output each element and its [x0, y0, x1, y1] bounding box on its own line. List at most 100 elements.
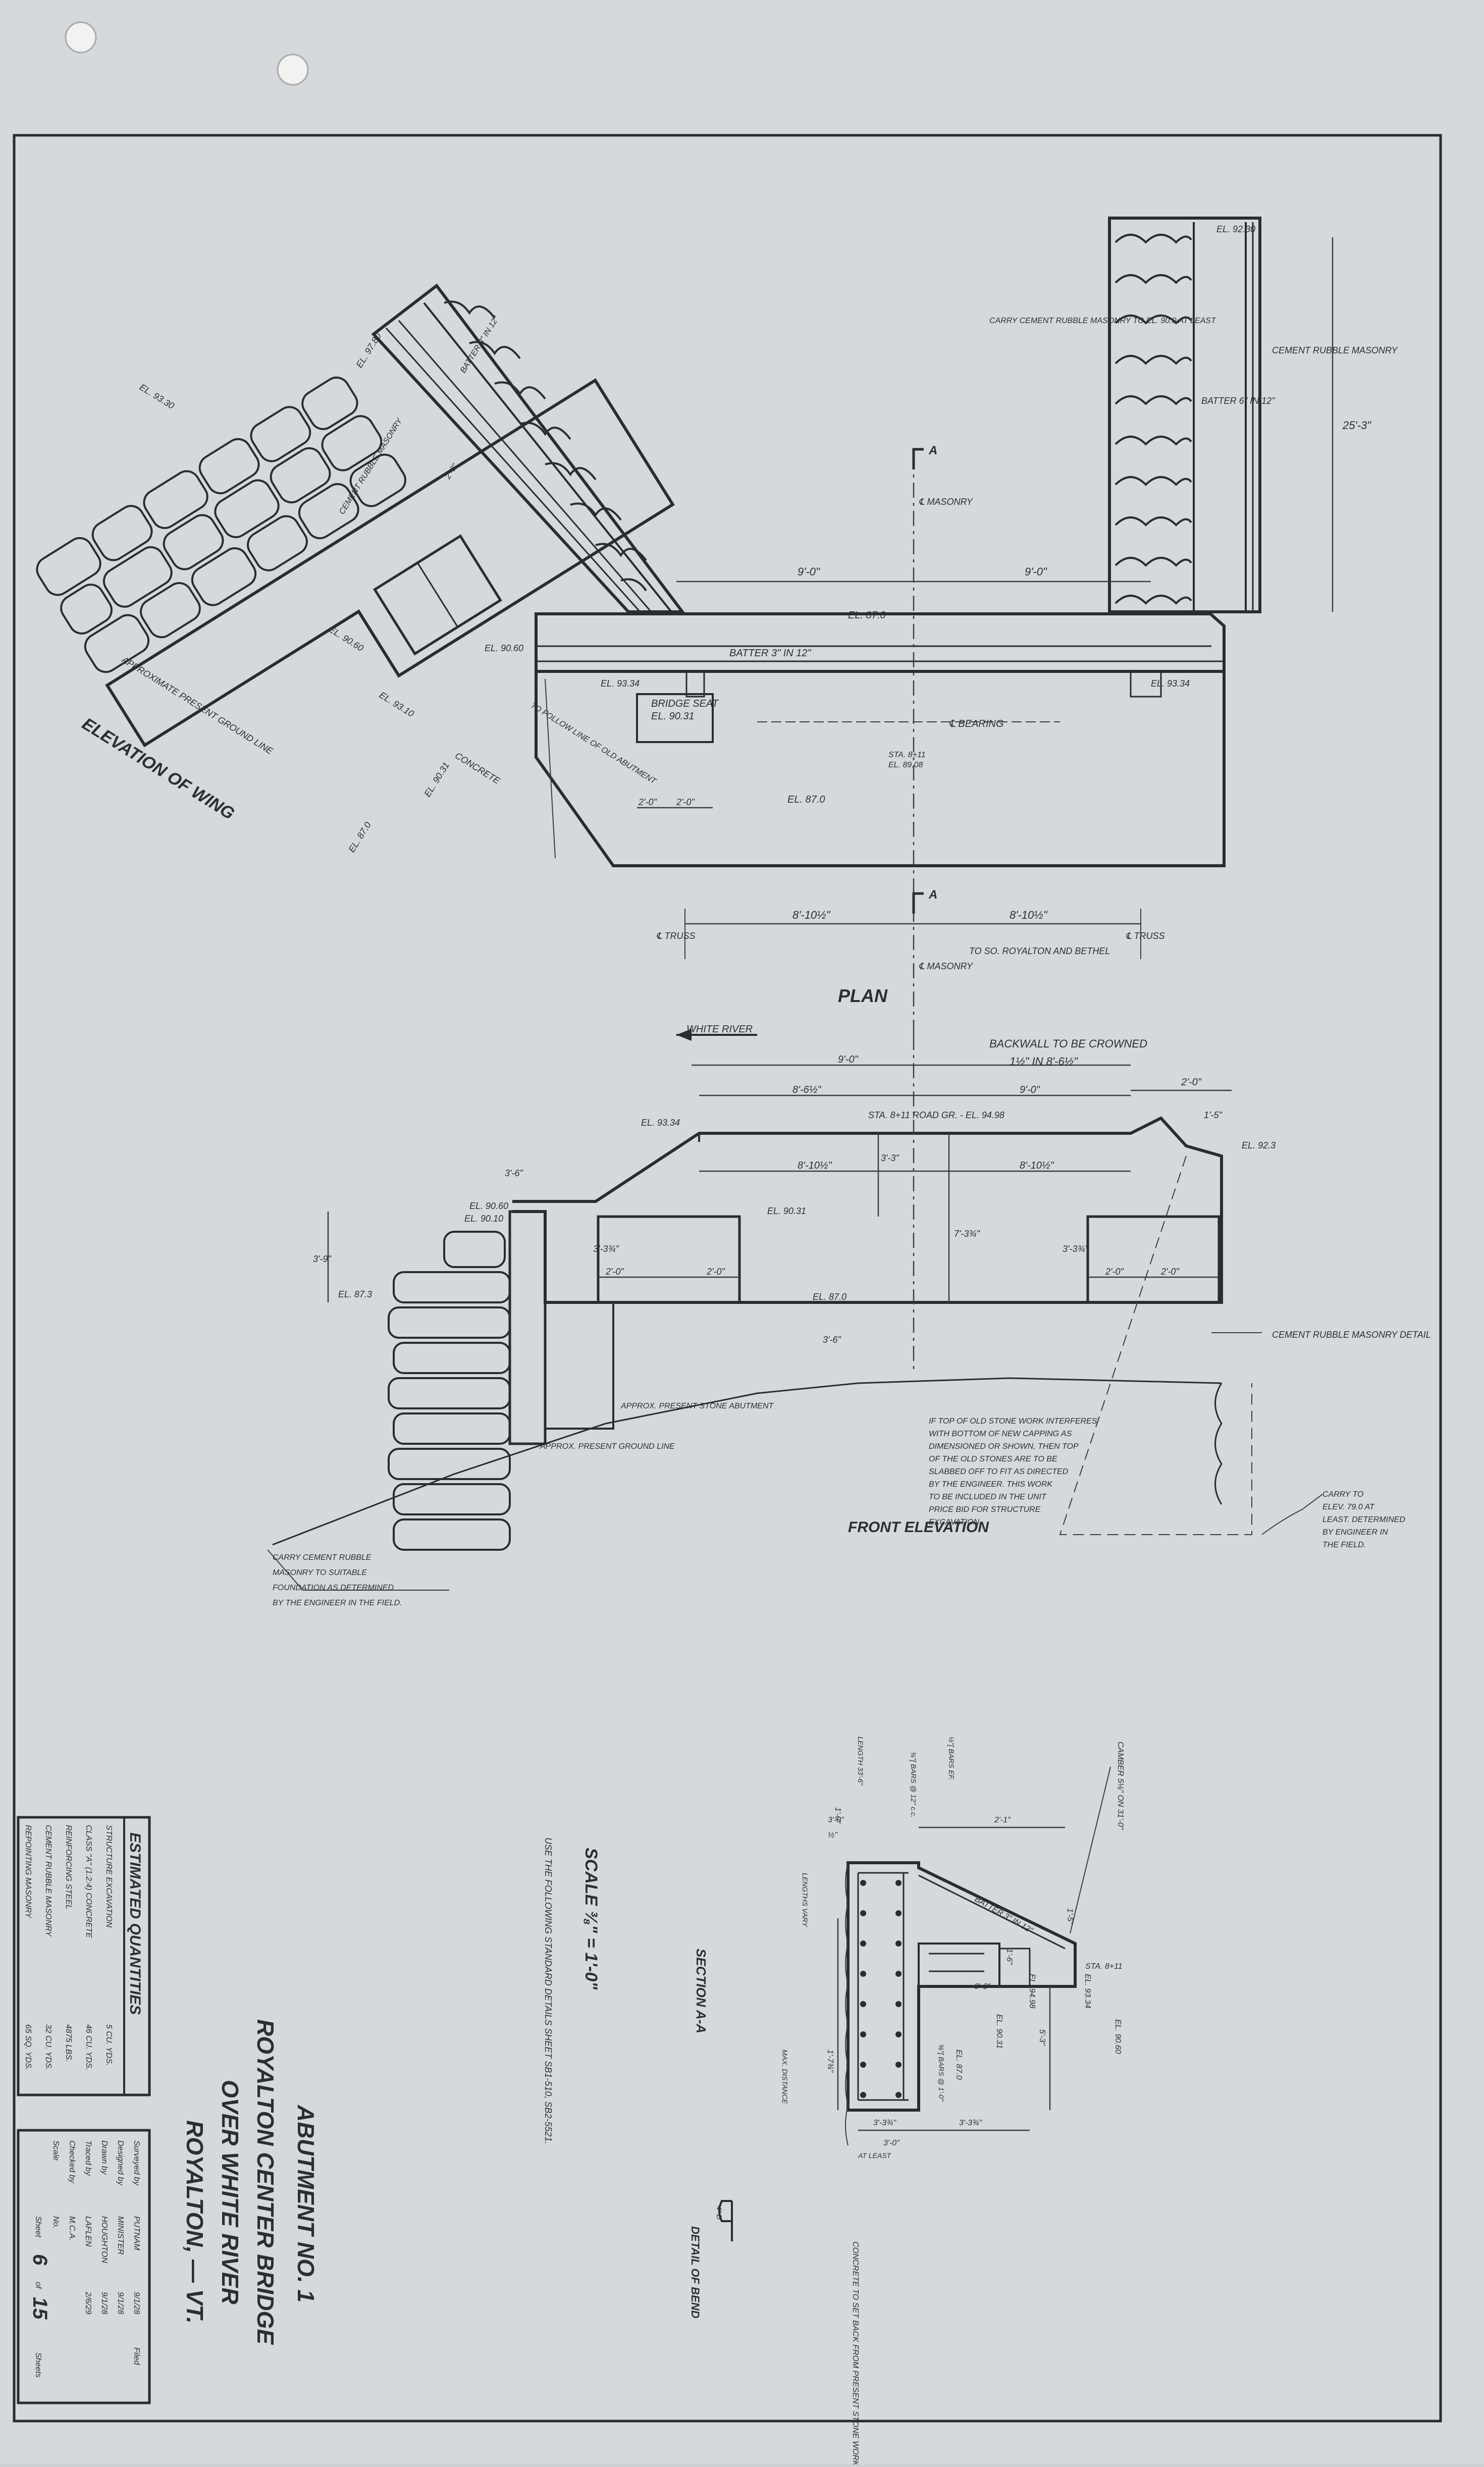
section-batter: BATTER 3" IN 12" [973, 1895, 1035, 1935]
plan-section-mark-2: A [928, 888, 937, 902]
plan-bearing: ℄ BEARING [949, 718, 1003, 729]
qty-value-5: 65 SQ. YDS. [24, 2024, 32, 2070]
qty-item-2: CLASS "A" (1:2:4) CONCRETE [84, 1825, 93, 1938]
svg-text:FOUNDATION AS DETERMINED: FOUNDATION AS DETERMINED [273, 1584, 394, 1592]
section-sta: STA. 8+11 [1085, 1962, 1123, 1971]
front-ground-right: APPROX. PRESENT STONE ABUTMENT [620, 1402, 774, 1410]
role-label-5: Checked by [68, 2140, 76, 2183]
title-line-4: ROYALTON, — VT. [182, 2120, 208, 2324]
qty-item-1: STRUCTURE EXCAVATION [104, 1825, 113, 1928]
wing-concrete: CONCRETE [453, 750, 502, 786]
svg-text:LEAST. DETERMINED: LEAST. DETERMINED [1322, 1515, 1405, 1524]
section-dim-33: 3'-3" [974, 1982, 991, 1991]
plan-dim-2-a: 2'-0" [638, 797, 657, 807]
section-dim-15: 1'-5" [1066, 1908, 1074, 1925]
qty-value-2: 46 CU. YDS. [84, 2024, 93, 2070]
front-backwall-note-2: 1½" IN 8'-6½" [1010, 1055, 1078, 1068]
svg-text:ELEV. 79.0 AT: ELEV. 79.0 AT [1322, 1503, 1375, 1511]
svg-text:DIMENSIONED OR SHOWN, THEN TOP: DIMENSIONED OR SHOWN, THEN TOP [929, 1442, 1079, 1451]
sheet-border [13, 134, 1442, 2423]
role-name-1: PUTNAM [132, 2216, 141, 2250]
wing-el-9330: EL. 93.30 [138, 382, 176, 411]
plan-dim-span-left: 8'-10½" [792, 909, 831, 921]
front-cement-rubble-detail: CEMENT RUBBLE MASONRY DETAIL [1272, 1330, 1431, 1340]
plan-section-mark: A [928, 444, 937, 457]
section-bars-5: ⅝"[ BARS @ 1'-0" [937, 2044, 945, 2102]
plan-view [371, 217, 1334, 1035]
section-dim-334b: 3'-3¾" [959, 2119, 983, 2127]
wing-el-9060: EL. 90.60 [327, 624, 365, 653]
front-el-9060: EL. 90.60 [469, 1201, 508, 1211]
qty-value-3: 4875 LBS. [64, 2024, 73, 2062]
section-el-9334: EL. 93.34 [1083, 1974, 1092, 2009]
section-conc-note: CONCRETE TO SET BACK FROM PRESENT STONE … [851, 2241, 860, 2464]
quantities-title: ESTIMATED QUANTITIES [127, 1832, 143, 2015]
plan-el-87-mid: EL. 87.0 [787, 794, 825, 805]
plan-dim-9-right: 9'-0" [1025, 565, 1047, 578]
front-dim-90: 9'-0" [838, 1054, 859, 1065]
front-sta-road: STA. 8+11 ROAD GR. - EL. 94.98 [868, 1110, 1004, 1120]
front-river: WHITE RIVER [686, 1024, 753, 1035]
plan-title: PLAN [838, 985, 888, 1006]
quantities-table: ESTIMATED QUANTITIES STRUCTURE EXCAVATIO… [17, 1816, 151, 2096]
front-dim-right-span: 8'-10½" [1020, 1160, 1054, 1171]
front-elevation [267, 1029, 1323, 1591]
front-dim-738: 7'-3¾" [954, 1229, 980, 1239]
front-note-top: IF TOP OF OLD STONE WORK INTERFERES WITH… [929, 1417, 1097, 1527]
front-el-873: EL. 87.3 [338, 1289, 372, 1299]
plan-bridge-seat: BRIDGE SEAT [651, 698, 719, 709]
section-dim-1: ½" [828, 1831, 838, 1840]
role-name-2: MINISTER [116, 2216, 125, 2255]
svg-text:BY ENGINEER IN: BY ENGINEER IN [1322, 1528, 1388, 1537]
plan-el-9334-right: EL. 93.34 [1151, 678, 1190, 689]
role-label-4: Traced by [84, 2140, 92, 2176]
front-dim-3b: 3'-3" [881, 1153, 899, 1163]
section-bars-4: LENGTH 33'-6" [857, 1737, 865, 1786]
plan-masonry-cl-2: ℄ MASONRY [919, 961, 974, 971]
front-note-right: CARRY TO ELEV. 79.0 AT LEAST. DETERMINED… [1322, 1490, 1405, 1549]
front-dim-20d: 2'-0" [1160, 1267, 1180, 1277]
front-el-923: EL. 92.3 [1242, 1140, 1276, 1150]
svg-text:WITH BOTTOM OF NEW CAPPING AS: WITH BOTTOM OF NEW CAPPING AS [929, 1430, 1072, 1438]
plan-sta-el: EL. 89.08 [888, 761, 923, 769]
punch-hole-right [277, 54, 309, 86]
file-label: Filed [132, 2347, 141, 2366]
front-el-9010: EL. 90.10 [464, 1214, 503, 1224]
front-dim-20a: 2'-0" [605, 1267, 624, 1277]
svg-text:MASONRY TO SUITABLE: MASONRY TO SUITABLE [273, 1568, 367, 1577]
svg-text:BY THE ENGINEER. THIS WORK: BY THE ENGINEER. THIS WORK [929, 1480, 1053, 1489]
sheet-number: 6 [29, 2254, 51, 2266]
plan-dim-2-b: 2'-0" [676, 797, 695, 807]
section-dim-334a: 3'-3¾" [873, 2119, 897, 2127]
plan-dim-span-right: 8'-10½" [1010, 909, 1048, 921]
wing-el-9310: EL. 93.10 [378, 690, 416, 719]
front-dim-left-span: 8'-10½" [798, 1160, 832, 1171]
plan-roadway-note: TO SO. ROYALTON AND BETHEL [969, 946, 1110, 956]
role-label-2: Designed by [116, 2140, 125, 2186]
front-title: FRONT ELEVATION [848, 1519, 989, 1536]
section-dim-173: 1'-7¾" [826, 2050, 834, 2073]
front-dim-15: 1'-5" [1204, 1110, 1223, 1120]
wing-rubble-note: CEMENT RUBBLE MASONRY [338, 416, 404, 516]
section-bars-6: MAX. DISTANCE [781, 2050, 789, 2105]
section-dim-21: 2'-1" [994, 1816, 1011, 1824]
role-name-4: LAFLEN [84, 2216, 92, 2247]
title-block: Surveyed by PUTNAM 9/1/28 Designed by MI… [17, 2129, 151, 2404]
svg-text:THE FIELD.: THE FIELD. [1322, 1541, 1366, 1549]
svg-text:EXCAVATION.: EXCAVATION. [929, 1518, 982, 1527]
svg-text:CARRY CEMENT RUBBLE: CARRY CEMENT RUBBLE [273, 1553, 372, 1562]
front-el-9031: EL. 90.31 [767, 1206, 806, 1216]
plan-dim-wing-total: 25'-3" [1342, 419, 1371, 432]
section-el-9498: EL. 94.98 [1028, 1974, 1036, 2009]
front-el-870: EL. 87.0 [813, 1292, 846, 1302]
svg-text:BY THE ENGINEER IN THE FIELD.: BY THE ENGINEER IN THE FIELD. [273, 1599, 402, 1607]
plan-dim-9-left: 9'-0" [798, 565, 820, 578]
role-label-6: Scale [51, 2140, 60, 2161]
front-dim-3: 3'-9" [313, 1254, 332, 1264]
section-title: SECTION A-A [694, 1949, 709, 2033]
plan-el-87-top: EL. 87.0 [848, 610, 886, 621]
plan-el-right-wing: EL. 92.30 [1216, 224, 1255, 234]
section-dim-30: 3'-0" [883, 2139, 900, 2147]
bend-dim: 4" D [715, 2206, 723, 2220]
